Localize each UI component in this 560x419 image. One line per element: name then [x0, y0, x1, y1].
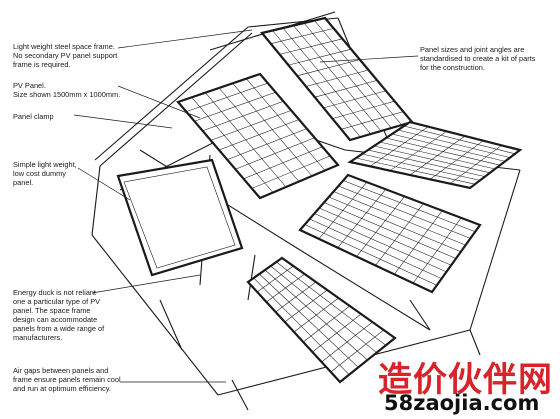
pv-cell-line — [293, 25, 382, 132]
pv-cell-line — [191, 97, 274, 193]
pv-cell-line — [303, 22, 392, 129]
pv-panel — [246, 256, 397, 384]
pv-cell-line — [343, 180, 476, 232]
frame-member — [91, 165, 101, 236]
pv-cell-line — [391, 133, 506, 162]
pv-cell-line — [323, 202, 457, 259]
frame-member — [99, 32, 253, 167]
pv-cell-line — [232, 83, 313, 177]
pv-cell-line — [264, 269, 368, 361]
frame-member — [469, 329, 481, 356]
pv-panel — [347, 120, 523, 190]
pv-cell-line — [314, 20, 402, 126]
frame-member — [159, 299, 183, 351]
pv-cell-line — [328, 196, 461, 253]
dummy-panel-inner — [123, 166, 236, 269]
pv-cell-line — [253, 277, 350, 375]
leader-line — [77, 167, 131, 201]
leader-line — [117, 29, 253, 49]
frame-member — [409, 299, 431, 331]
frame-member — [469, 169, 521, 331]
pv-cell-line — [276, 261, 386, 346]
leader-line — [73, 114, 173, 129]
pv-cell-line — [218, 87, 300, 182]
pv-panel — [176, 72, 340, 200]
annotation-space-frame: Light weight steel space frame.No second… — [13, 42, 118, 69]
pv-cell-line — [367, 149, 486, 177]
pv-cell-line — [304, 224, 437, 286]
pv-cell-line — [309, 218, 442, 279]
frame-member — [94, 26, 249, 161]
watermark-url: 58zaojia.com — [384, 391, 540, 415]
leader-line — [91, 274, 201, 294]
pv-cell-line — [270, 265, 377, 353]
pv-cell-line — [385, 137, 501, 166]
pv-cell-line — [361, 153, 481, 181]
pv-cell-line — [314, 213, 447, 273]
frame-member — [247, 254, 256, 301]
pv-panel-outline — [246, 256, 397, 384]
leader-lines — [73, 29, 419, 383]
pv-cell-line — [333, 191, 466, 246]
pv-cell-line — [403, 125, 516, 155]
pv-cell-line — [272, 30, 361, 138]
pv-cell-line — [397, 129, 511, 158]
dummy-panel — [116, 158, 244, 277]
pv-cell-line — [373, 145, 491, 174]
pv-cell-line — [319, 207, 452, 266]
frame-member — [299, 249, 431, 331]
pv-cell-line — [355, 157, 476, 185]
annotation-pv-panel: PV Panel.Size shown 1500mm x 1000mm. — [13, 81, 121, 99]
pv-cell-line — [282, 27, 371, 135]
pv-cell-line — [259, 273, 359, 368]
leader-line — [117, 85, 201, 119]
watermark-logo: 造价伙伴网 — [378, 360, 553, 400]
pv-cell-line — [246, 78, 326, 171]
pv-cell-line — [205, 92, 287, 188]
pv-cell-line — [379, 141, 496, 170]
frame-member — [91, 234, 219, 396]
pv-panel — [298, 173, 482, 294]
pv-cell-line — [338, 185, 471, 239]
pv-panel-outline — [298, 173, 482, 294]
pv-panels — [176, 16, 523, 384]
leader-line — [319, 55, 419, 63]
frame-member — [231, 379, 249, 411]
annotation-panel-clamp: Panel clamp — [13, 112, 54, 121]
